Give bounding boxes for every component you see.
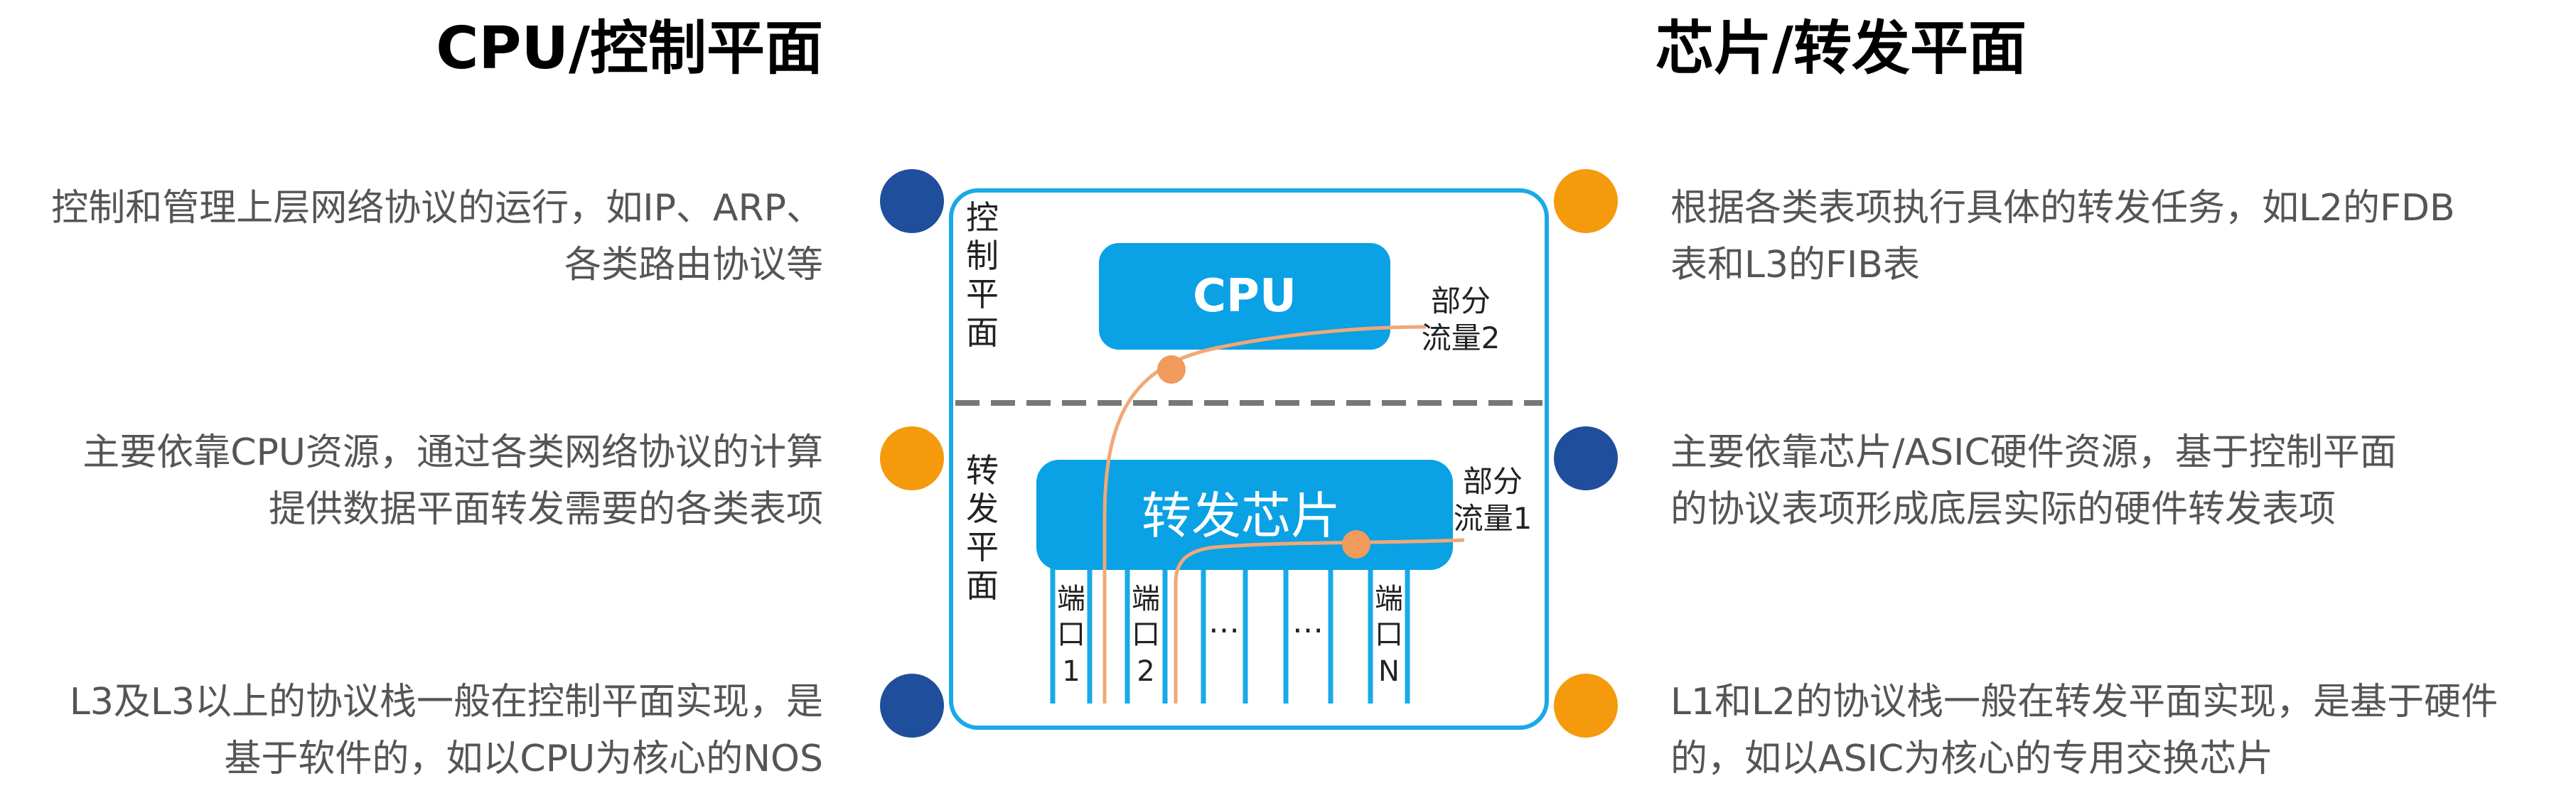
cpu-label: CPU [1193,270,1297,323]
forwarding-plane-desc-2: 主要依靠芯片/ASIC硬件资源，基于控制平面 的协议表项形成底层实际的硬件转发表… [1670,424,2397,538]
forwarding-plane-label-char: 转 [966,451,999,490]
port-2-label-char: 端 [1132,583,1160,615]
port-n-label: 端 口 N [1375,583,1403,688]
desc-line: 主要依靠芯片/ASIC硬件资源，基于控制平面 [1670,431,2397,474]
desc-line: L1和L2的协议栈一般在转发平面实现，是基于硬件 [1670,681,2499,723]
partial-flow-2-label: 部分 流量2 [1422,284,1501,355]
partial-flow-1-label-line: 部分 [1463,464,1523,499]
control-plane-desc-1: 控制和管理上层网络协议的运行，如IP、ARP、 各类路由协议等 [51,180,823,293]
orange-bullet-dot [880,426,944,490]
control-plane-desc-3: L3及L3以上的协议栈一般在控制平面实现，是 基于软件的，如以CPU为核心的NO… [70,674,823,787]
cpu-box [1099,243,1390,350]
control-plane-label-char: 制 [966,237,999,275]
desc-line: 的协议表项形成底层实际的硬件转发表项 [1670,488,2336,531]
partial-flow-2-label-line: 流量2 [1422,320,1501,355]
desc-line: 控制和管理上层网络协议的运行，如IP、ARP、 [51,187,823,230]
desc-line: 根据各类表项执行具体的转发任务，如L2的FDB [1670,187,2455,230]
blue-bullet-dot [880,674,944,738]
desc-line: 表和L3的FIB表 [1670,244,1920,286]
forwarding-plane-desc-3: L1和L2的协议栈一般在转发平面实现，是基于硬件 的，如以ASIC为核心的专用交… [1670,674,2498,787]
forwarding-plane-heading: 芯片/转发平面 [1655,15,2027,82]
forwarding-plane-label-char: 面 [966,566,999,605]
desc-line: 的，如以ASIC为核心的专用交换芯片 [1670,738,2274,780]
port-n-label-char: 端 [1375,583,1403,615]
partial-flow-1-label: 部分 流量1 [1454,464,1533,536]
port-1-label-char: 口 [1057,618,1085,651]
desc-line: L3及L3以上的协议栈一般在控制平面实现，是 [69,681,823,723]
port-2-label: 端 口 2 [1132,583,1160,688]
desc-line: 基于软件的，如以CPU为核心的NOS [224,738,823,780]
partial-flow-2-label-line: 部分 [1431,284,1491,318]
partial-flow-1-dot [1342,530,1370,559]
port-2-label-char: 口 [1132,618,1160,651]
desc-line: 提供数据平面转发需要的各类表项 [268,488,823,531]
control-plane-heading: CPU/控制平面 [436,15,823,82]
control-plane-label-char: 平 [966,275,999,313]
orange-bullet-dot [1554,674,1618,738]
forwarding-plane-label: 转 发 平 面 [966,451,999,605]
forwarding-plane-desc-1: 根据各类表项执行具体的转发任务，如L2的FDB 表和L3的FIB表 [1670,180,2455,293]
control-plane-label-char: 控 [966,198,999,237]
port-1-label: 端 口 1 [1057,583,1085,688]
port-1-label-char: 端 [1057,583,1085,615]
port-n-label-char: 口 [1375,618,1403,651]
port-2-label-char: 2 [1137,655,1154,688]
partial-flow-1-label-line: 流量1 [1454,501,1533,536]
forwarding-plane-label-char: 平 [966,528,999,566]
control-plane-label: 控 制 平 面 [966,198,999,352]
forwarding-plane-label-char: 发 [966,490,999,528]
blue-bullet-dot [880,169,944,233]
partial-flow-1-curve [1174,538,1465,704]
desc-line: 主要依靠CPU资源，通过各类网络协议的计算 [82,431,823,474]
partial-flow-2-dot [1157,355,1186,384]
port-ellipsis-2: … [1292,604,1324,640]
blue-bullet-dot [1554,426,1618,490]
port-1-label-char: 1 [1062,655,1080,688]
control-plane-desc-2: 主要依靠CPU资源，通过各类网络协议的计算 提供数据平面转发需要的各类表项 [82,424,823,538]
orange-bullet-dot [1554,169,1618,233]
port-n-label-char: N [1378,655,1400,688]
forwarding-chip-label: 转发芯片 [1142,487,1341,545]
desc-line: 各类路由协议等 [564,244,823,286]
control-plane-label-char: 面 [966,313,999,352]
port-ellipsis-1: … [1208,604,1240,640]
port-lines [1050,554,1410,704]
switch-architecture-diagram: 控 制 平 面 转 发 平 面 CPU 转 [945,185,1554,736]
partial-flow-2-curve [1102,325,1427,704]
